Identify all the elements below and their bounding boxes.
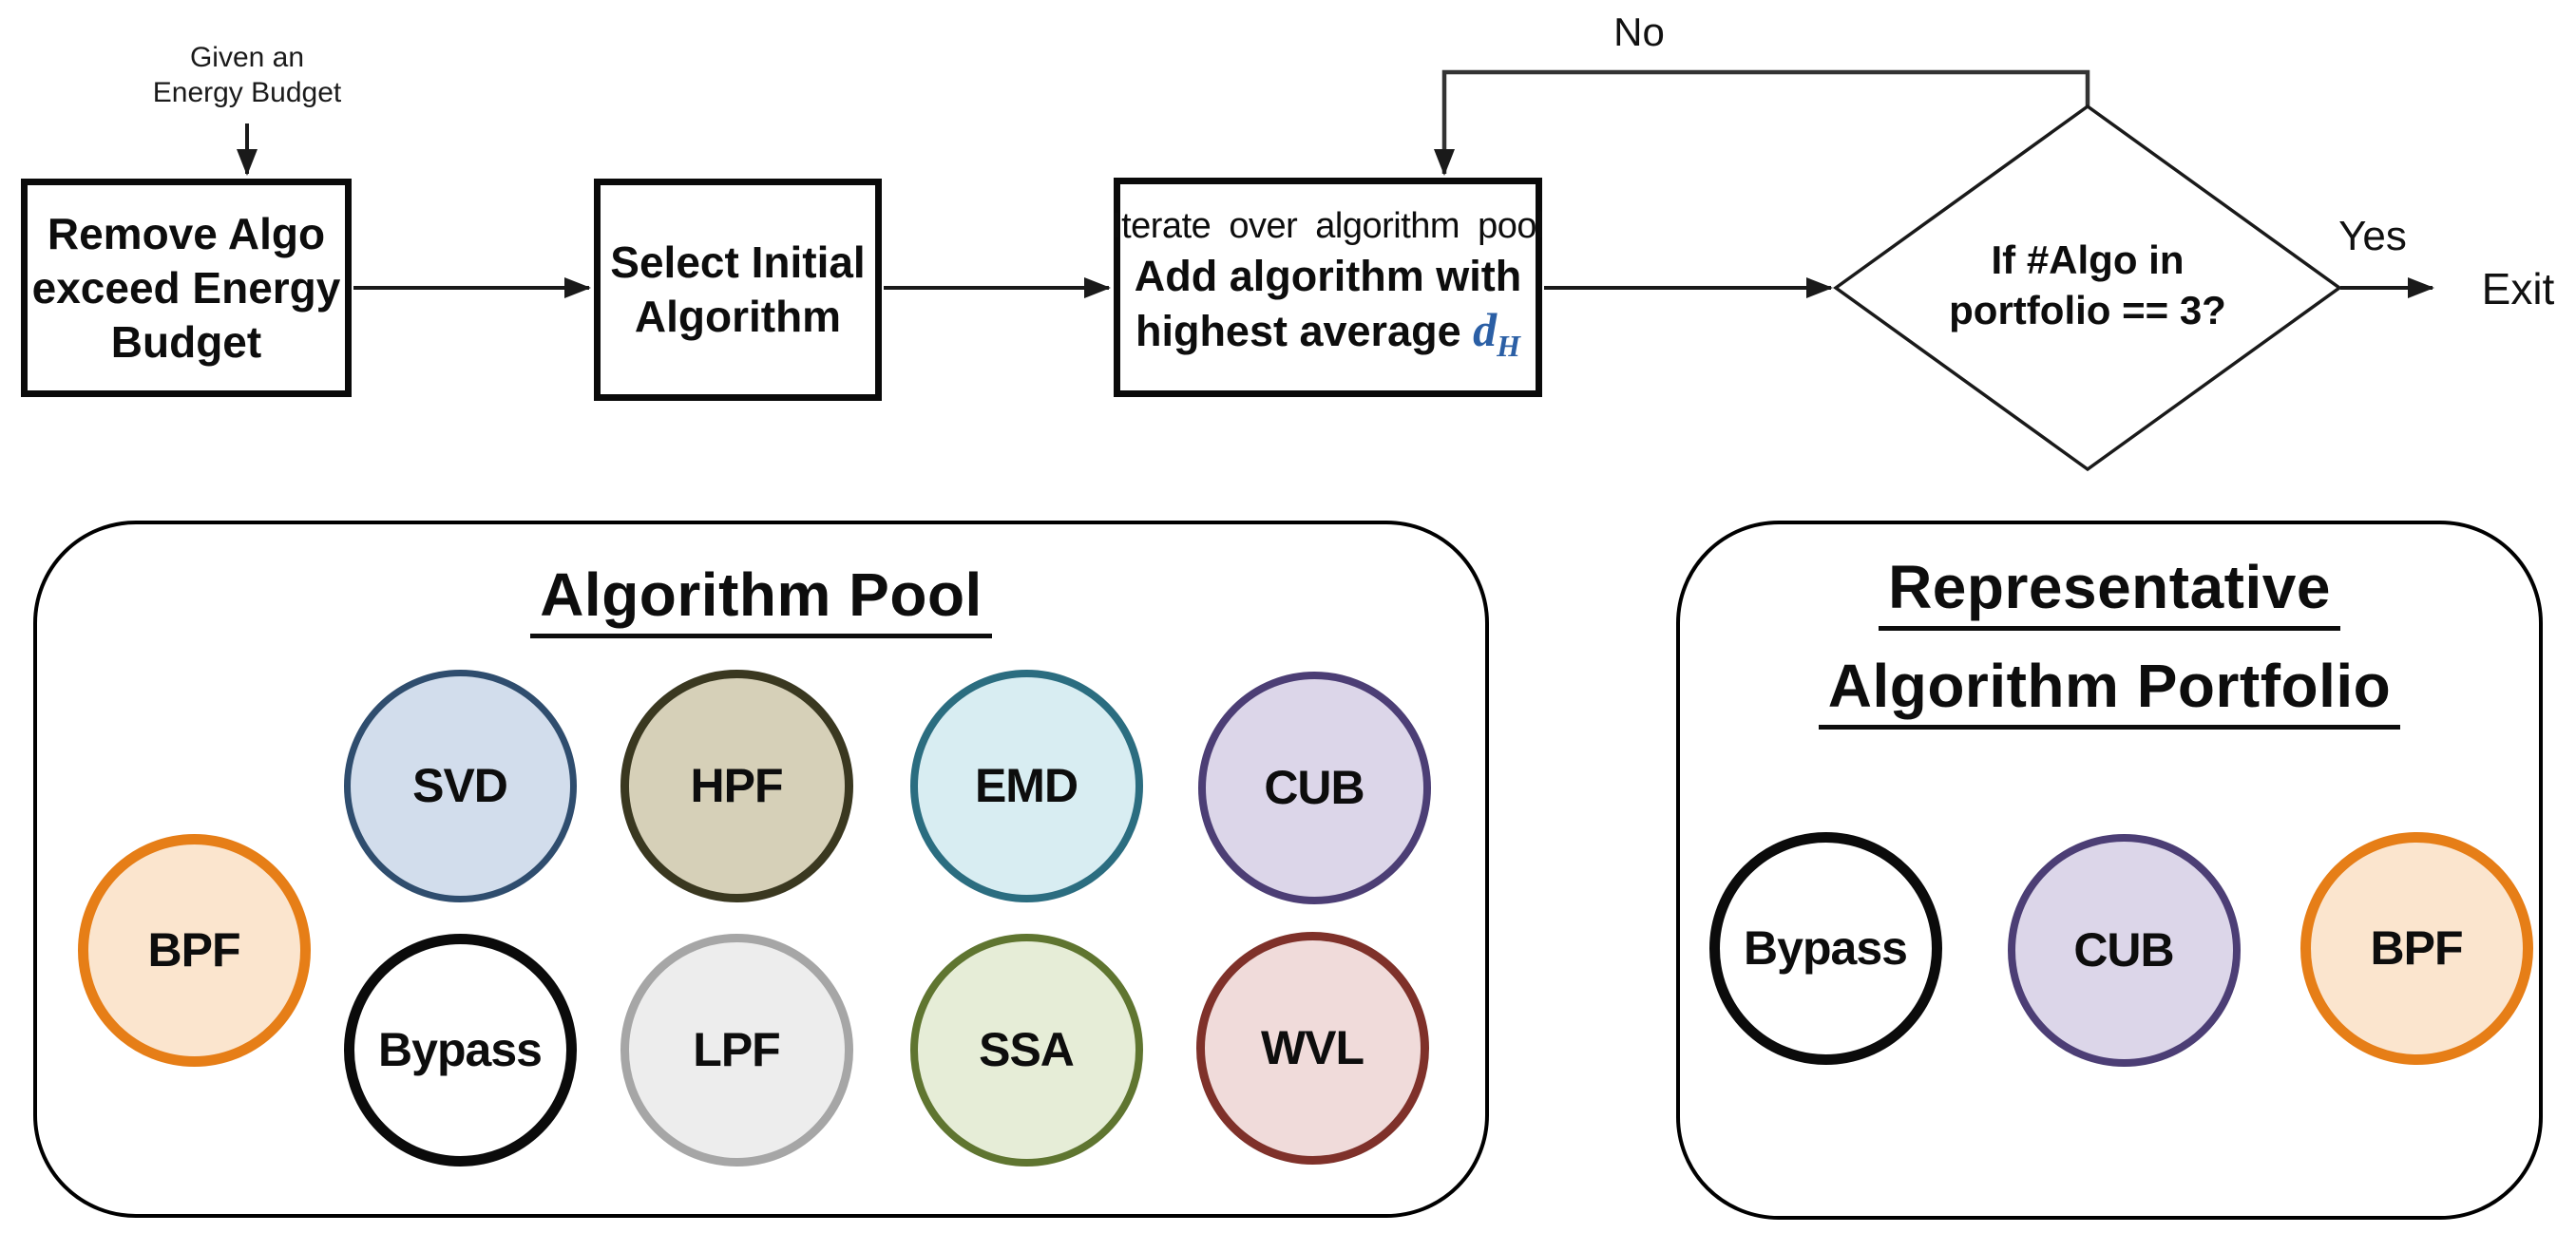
pool-circle-label: BPF: [147, 923, 241, 977]
step-select-line1: Select Initial: [610, 237, 866, 287]
algorithm-pool-title: Algorithm Pool: [530, 559, 992, 638]
pool-circle-svd: SVD: [343, 669, 577, 902]
pool-circle-label: Bypass: [378, 1023, 543, 1076]
annotation-line2: Energy Budget: [152, 77, 342, 108]
metric-dh-base: d: [1473, 303, 1498, 356]
step-remove-algo: Remove Algo exceed Energy Budget: [21, 179, 352, 397]
portfolio-circle-bypass: Bypass: [1708, 831, 1942, 1065]
portfolio-circle-label: BPF: [2370, 921, 2464, 975]
yes-edge-label: Yes: [2338, 213, 2407, 259]
step-remove-line3: Budget: [110, 316, 262, 367]
annotation-line1: Given an: [189, 42, 305, 73]
step-iterate-line3: highest average dH: [1135, 303, 1520, 372]
decision-line1: If #Algo in: [1991, 237, 2185, 282]
decision-label: If #Algo in portfolio == 3?: [1921, 235, 2254, 335]
decision-diamond: [1833, 104, 2342, 472]
pool-circle-label: SVD: [412, 759, 508, 812]
metric-dh-subscript: H: [1497, 329, 1521, 363]
exit-label: Exit: [2481, 264, 2555, 313]
step-iterate-line3-text: highest average: [1135, 307, 1461, 355]
step-iterate-line1: Iterate over algorithm pool: [1112, 206, 1544, 246]
pool-circle-label: HPF: [690, 759, 784, 812]
pool-circle-wvl: WVL: [1195, 931, 1429, 1165]
no-loop-connector: [1434, 69, 2090, 176]
pool-circle-label: LPF: [693, 1023, 780, 1076]
pool-circle-label: CUB: [1264, 761, 1364, 814]
step-remove-line2: exceed Energy: [31, 262, 341, 313]
pool-circle-ssa: SSA: [909, 933, 1143, 1167]
pool-circle-lpf: LPF: [620, 933, 853, 1167]
portfolio-circle-label: Bypass: [1744, 921, 1908, 975]
no-edge-label: No: [1613, 9, 1665, 54]
pool-circle-bypass: Bypass: [343, 933, 577, 1167]
portfolio-circle-cub: CUB: [2007, 833, 2241, 1067]
portfolio-circle-label: CUB: [2073, 923, 2174, 977]
step-iterate-line2: Add algorithm with: [1134, 252, 1522, 300]
decision-line2: portfolio == 3?: [1949, 288, 2226, 332]
step-remove-line1: Remove Algo: [47, 208, 326, 258]
step-select-initial: Select Initial Algorithm: [594, 179, 882, 401]
step-select-line2: Algorithm: [634, 292, 842, 341]
pool-circle-hpf: HPF: [620, 669, 853, 902]
pool-circle-cub: CUB: [1197, 671, 1431, 904]
pool-circle-label: EMD: [974, 759, 1078, 812]
step-iterate-add: Iterate over algorithm pool Add algorith…: [1112, 178, 1544, 397]
pool-circle-label: WVL: [1260, 1021, 1364, 1074]
energy-budget-annotation: Given an Energy Budget: [114, 40, 380, 110]
portfolio-title-line2: Algorithm Portfolio: [1818, 650, 2401, 730]
pool-circle-label: SSA: [979, 1023, 1075, 1076]
portfolio-title-line1: Representative: [1879, 551, 2340, 631]
metric-dh: dH: [1473, 303, 1520, 363]
pool-circle-bpf: BPF: [77, 833, 311, 1067]
pool-circle-emd: EMD: [909, 669, 1143, 902]
portfolio-circle-bpf: BPF: [2299, 831, 2533, 1065]
